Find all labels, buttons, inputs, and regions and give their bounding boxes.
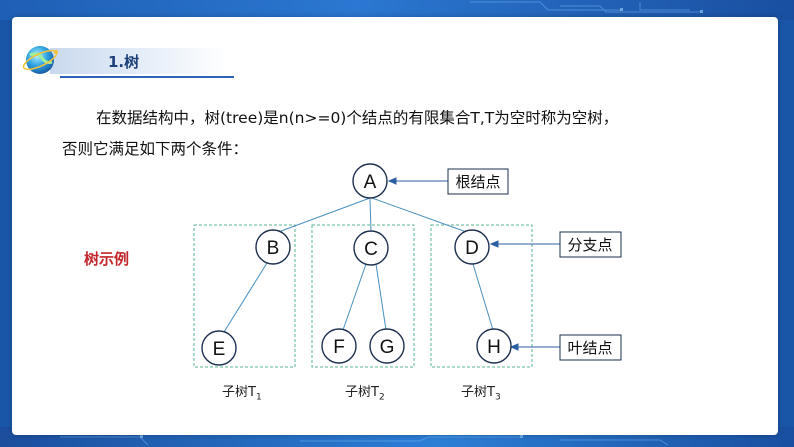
node-d [454,229,490,265]
subtree-box-3 [430,224,533,368]
branch-arrow-head [489,240,499,248]
node-c-label: C [364,239,378,260]
branch-callout-box [559,231,622,258]
node-e [201,330,237,366]
subtree-box-2 [311,224,415,368]
node-b-label: B [267,238,280,259]
edge-a-b [272,197,371,235]
node-f [321,328,357,364]
subtree-label-3-sub: 3 [494,392,501,403]
header-underline [60,76,234,78]
edge-c-g [375,263,387,331]
subtree-label-2-prefix: 子树T [345,385,379,400]
header-bar [50,48,228,74]
leaf-arrow-head [509,343,519,351]
subtree-label-1: 子树T1 [222,381,262,403]
paragraph-line-1-text: 在数据结构中，树(tree)是n(n>=0)个结点的有限集合T,T为空时称为空树… [96,109,619,127]
node-b [255,229,291,265]
root-callout-text: 根结点 [455,173,500,191]
leaf-callout-text: 叶结点 [567,339,612,357]
node-e-label: E [213,339,226,360]
node-f-label: F [333,337,345,358]
edge-a-d [371,197,473,235]
root-arrow-head [387,177,397,185]
node-d-label: D [465,238,479,259]
edge-c-f [342,263,367,331]
subtree-label-3-prefix: 子树T [461,385,495,400]
section-title: 1.树 [108,53,140,71]
node-h-label: H [487,337,501,358]
subtree-label-1-sub: 1 [255,392,262,403]
subtree-label-1-prefix: 子树T [222,385,256,400]
node-a-label: A [364,172,377,193]
subtree-box-1 [193,224,296,368]
branch-callout-text: 分支点 [567,236,612,254]
edge-a-c [369,198,372,233]
tree-example-label: 树示例 [84,250,130,268]
edge-b-e [223,262,268,333]
node-h [476,328,512,364]
paragraph-line-2: 否则它满足如下两个条件： [62,140,249,158]
node-c [353,230,389,266]
node-a [352,163,388,199]
subtree-label-2: 子树T2 [345,381,385,403]
subtree-label-2-sub: 2 [378,392,385,403]
node-g-label: G [380,337,395,358]
paragraph-line-1: 在数据结构中，树(tree)是n(n>=0)个结点的有限集合T,T为空时称为空树… [62,103,742,134]
section-header: 1.树 [12,40,234,82]
node-g [369,328,405,364]
subtree-label-3: 子树T3 [461,381,501,403]
leaf-callout-box [559,334,622,361]
background-top-band [0,0,794,20]
root-callout-box [447,168,509,195]
content-panel [12,17,778,435]
definition-paragraph: 在数据结构中，树(tree)是n(n>=0)个结点的有限集合T,T为空时称为空树… [62,103,742,165]
edge-d-h [472,263,494,331]
globe-icon [22,46,58,74]
